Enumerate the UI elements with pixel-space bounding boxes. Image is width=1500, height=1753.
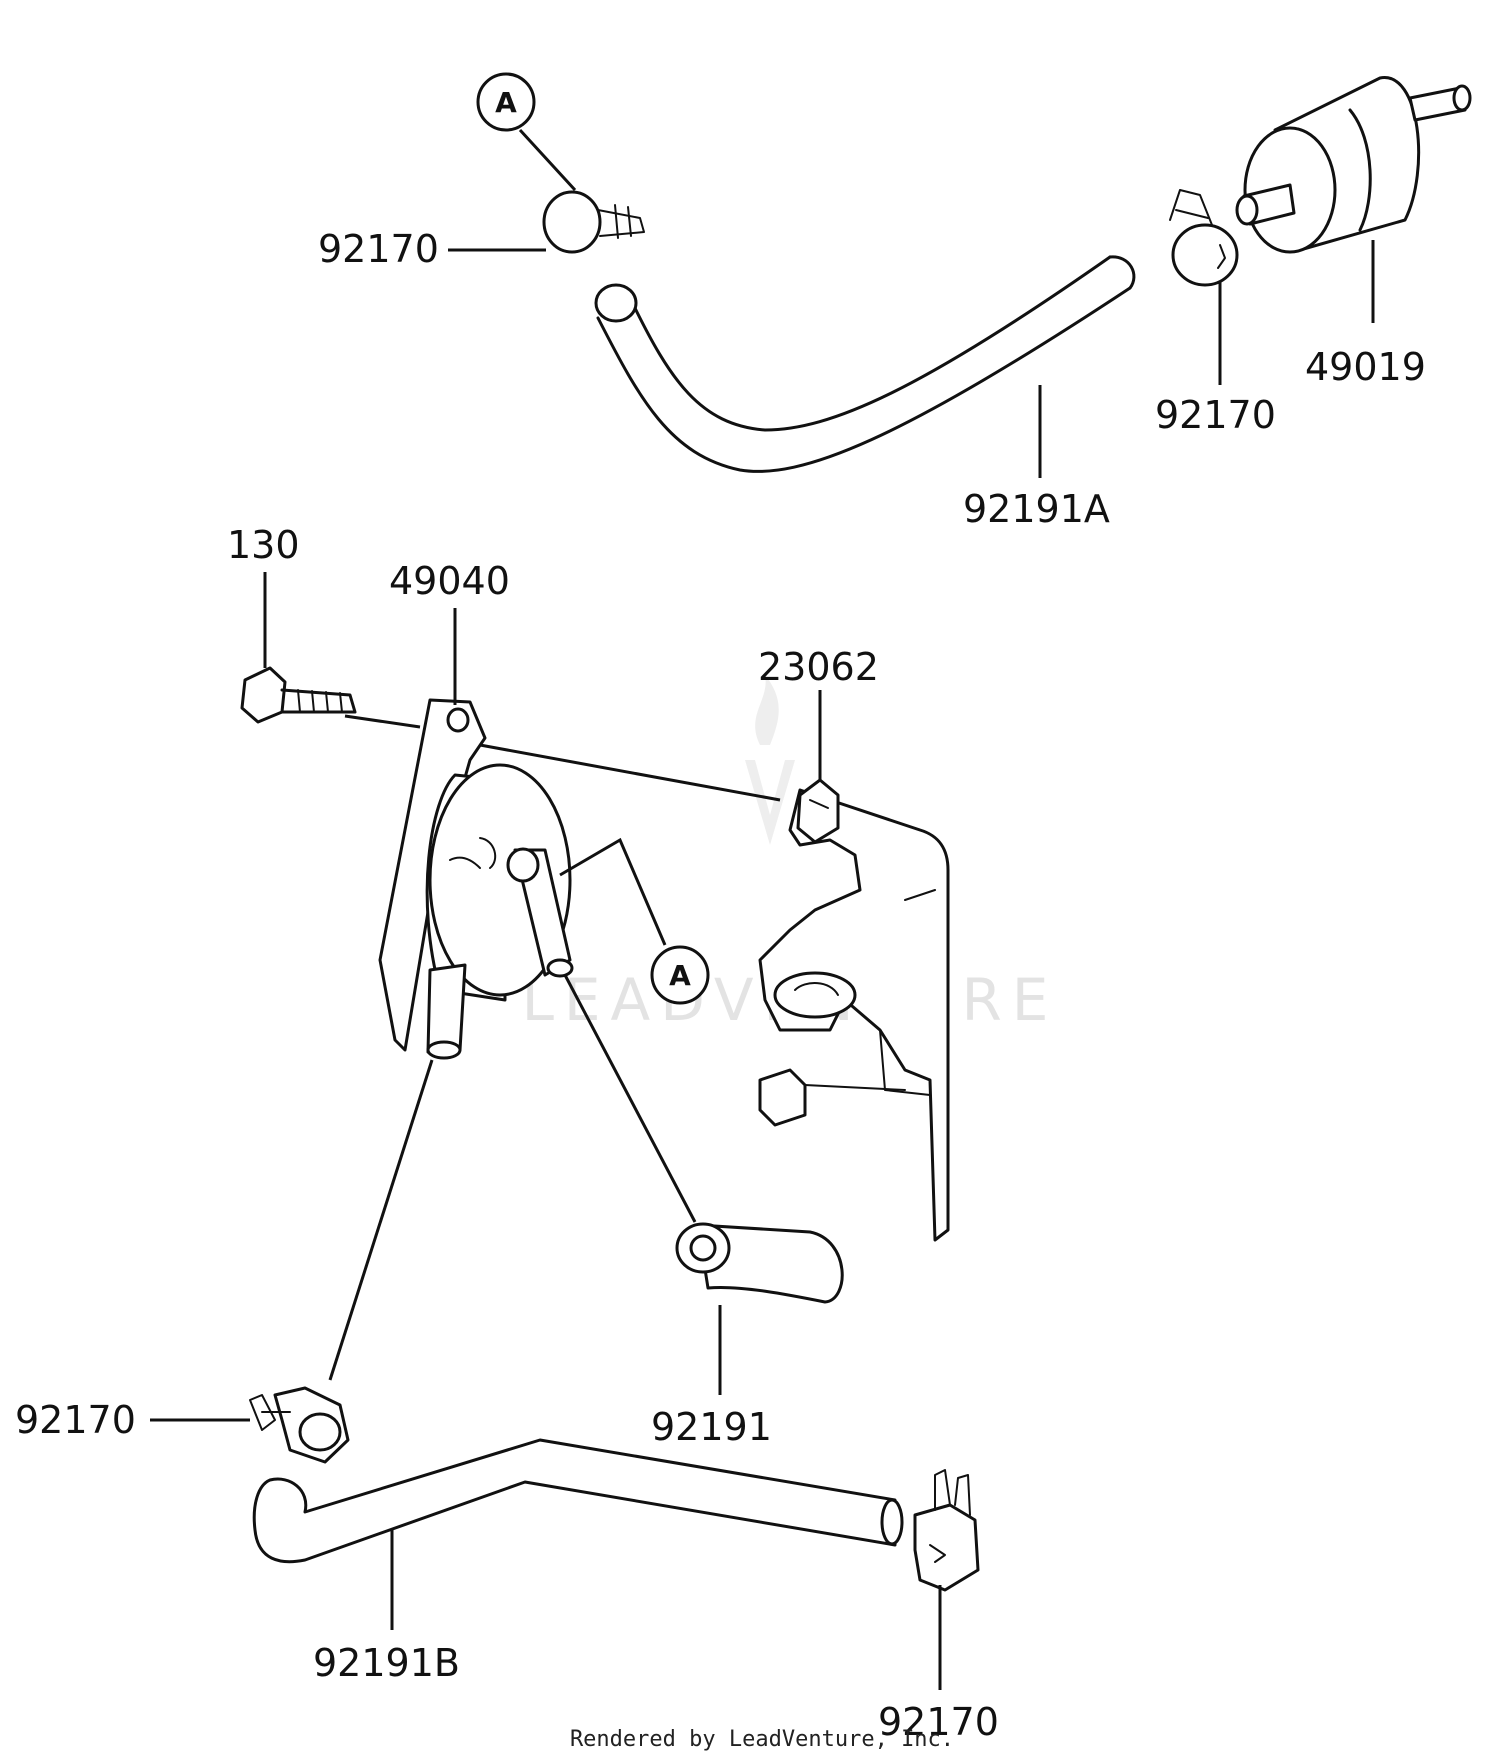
pump-hose-leader: [328, 1059, 434, 1381]
label-fuel-filter: 49019: [1305, 345, 1426, 389]
label-bracket: 23062: [758, 645, 879, 689]
hose-92191: [563, 974, 844, 1304]
clamp-top-left: [542, 190, 645, 254]
footer-credit: Rendered by LeadVenture, Inc.: [570, 1727, 954, 1752]
label-fuel-pump: 49040: [389, 559, 510, 603]
clamp-bottom-right: [913, 1469, 980, 1592]
label-hose-short: 92191: [651, 1405, 772, 1449]
ref-marker-top: A: [476, 72, 577, 192]
label-hose-bottom: 92191B: [313, 1641, 460, 1685]
hose-92191b: [252, 1438, 904, 1564]
fuel-filter: [1235, 76, 1472, 254]
label-clamp-bottom-right: 92170: [878, 1700, 999, 1744]
ref-marker-middle: A: [559, 837, 710, 1005]
label-clamp-top-right: 92170: [1155, 393, 1276, 437]
label-clamp-top-left: 92170: [318, 227, 439, 271]
label-hose-top: 92191A: [963, 487, 1110, 531]
ref-letter-top: A: [495, 86, 517, 119]
bracket-23062: [758, 778, 950, 1242]
label-bolt: 130: [227, 523, 300, 567]
bolt-130: [240, 666, 357, 724]
bolt-pump-leader: [344, 714, 421, 729]
ref-letter-middle: A: [669, 959, 691, 992]
clamp-top-right: [1169, 189, 1239, 287]
hose-92191a: [594, 255, 1136, 473]
label-leaders: [150, 240, 1375, 1690]
fuel-pump: [378, 698, 574, 1060]
label-clamp-bottom-left: 92170: [15, 1398, 136, 1442]
clamp-bottom-left: [249, 1386, 350, 1464]
pump-bracket-leader: [479, 743, 781, 802]
